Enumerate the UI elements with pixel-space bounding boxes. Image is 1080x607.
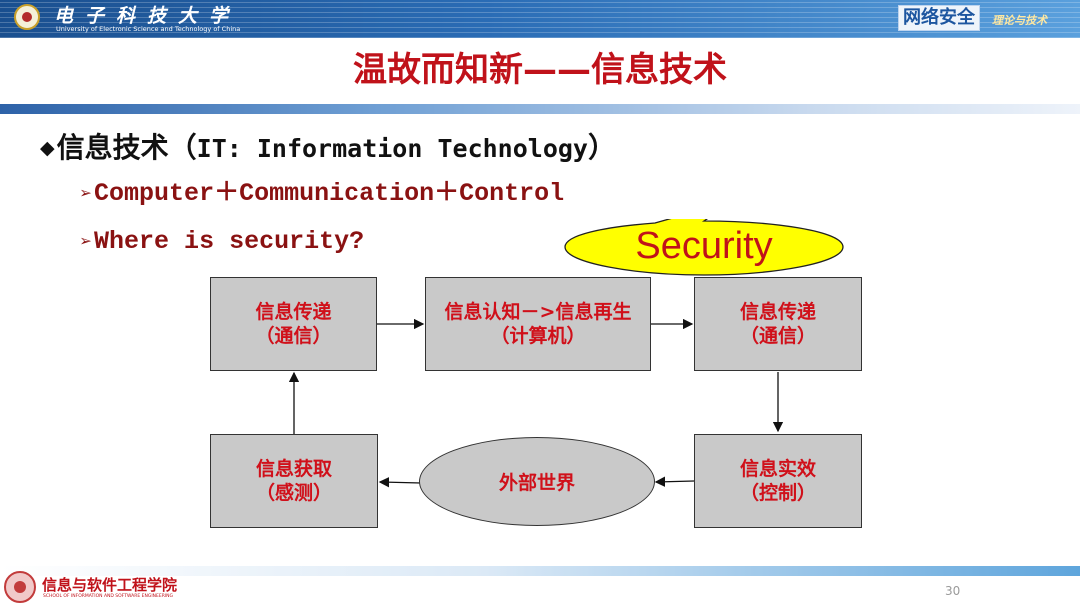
school-name-en: SCHOOL OF INFORMATION AND SOFTWARE ENGIN… [43,594,174,599]
sub-bullet-1-text: Computer＋Communication＋Control [94,179,565,208]
header-bar: 电子科技大学 University of Electronic Science … [0,0,1080,38]
box-label: 信息实效 [739,458,816,480]
sub-bullet-1: ➢Computer＋Communication＋Control [80,178,564,212]
box-sublabel: （通信） [255,325,332,347]
course-subtag: 理论与技术 [992,14,1047,27]
diamond-bullet-icon: ◆ [40,137,55,159]
course-tag: 网络安全 [898,5,980,31]
diagram-box-transmit-1: 信息传递 （通信） [210,277,377,371]
school-name-cn: 信息与软件工程学院 [42,576,178,594]
sub-bullet-2-text: Where is security? [94,227,365,256]
sub-bullet-2: ➢Where is security? [80,226,364,260]
diagram-box-acquire: 信息获取 （感测） [210,434,378,528]
box-label: 信息传递 [255,301,332,323]
box-sublabel: （感测） [255,482,332,504]
arrow-bullet-icon: ➢ [80,232,93,255]
diagram-box-control: 信息实效 （控制） [694,434,862,528]
diagram-box-transmit-2: 信息传递 （通信） [694,277,862,371]
main-bullet: ◆信息技术（IT: Information Technology） [40,128,616,169]
box-sublabel: （通信） [739,325,816,347]
box-sublabel: （计算机） [490,325,586,347]
arrow-bullet-icon: ➢ [80,184,93,207]
school-logo-icon [4,571,36,603]
security-callout-bubble [564,219,844,276]
box-label: 信息认知－>信息再生 [444,301,632,323]
box-label: 信息传递 [739,301,816,323]
security-callout-text: Security [635,225,773,267]
university-name-cn: 电子科技大学 [54,5,241,27]
box-label: 信息获取 [255,458,332,480]
main-bullet-en: IT: Information Technology [196,134,588,163]
main-bullet-cn: 信息技术（ [56,131,197,164]
diagram-oval-external-world: 外部世界 [419,437,655,526]
university-logo-icon [14,4,40,30]
main-bullet-close: ） [587,131,616,164]
slide-title: 温故而知新——信息技术 [353,50,727,90]
title-divider [0,104,1080,114]
box-sublabel: （控制） [739,482,816,504]
footer-divider [0,566,1080,576]
university-name-en: University of Electronic Science and Tec… [56,25,241,33]
page-number: 30 [945,584,961,598]
diagram-box-cognition: 信息认知－>信息再生 （计算机） [425,277,651,371]
